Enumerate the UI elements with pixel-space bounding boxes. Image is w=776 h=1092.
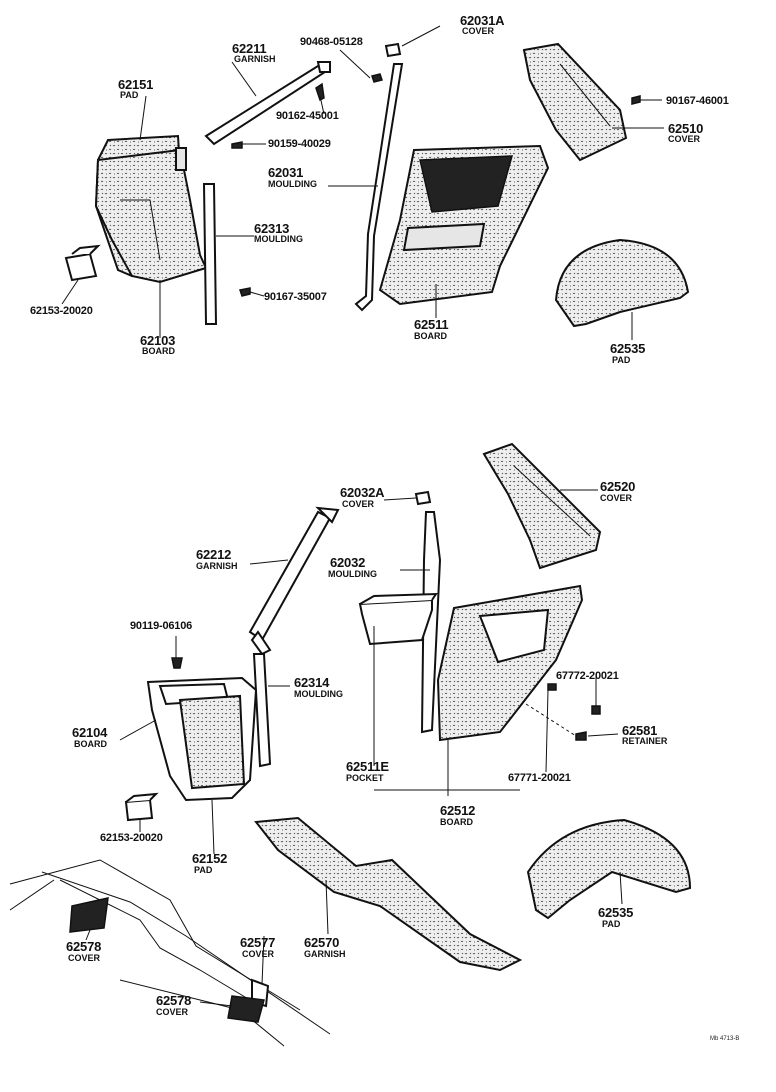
part-62152-pad [178, 694, 246, 790]
label-62581-id: 62581 [622, 723, 658, 738]
label-62578-left-id: 62578 [66, 939, 102, 954]
part-62211-garnish [204, 61, 331, 146]
label-62313-name: MOULDING [254, 234, 303, 244]
label-62104-name: BOARD [74, 739, 107, 749]
part-62212-garnish [248, 506, 340, 656]
part-62103-board [94, 147, 208, 284]
part-62510-cover [522, 42, 628, 162]
part-62570-garnish [254, 816, 523, 972]
label-62511e-id: 62511E [346, 759, 389, 774]
part-62314-moulding [252, 653, 272, 768]
label-62212-name: GARNISH [196, 561, 238, 571]
part-62313-moulding [202, 183, 218, 325]
part-62032-moulding [420, 511, 442, 734]
part-62511-board [378, 144, 550, 306]
part-62153-20020-top [64, 244, 101, 282]
label-62511-name: BOARD [414, 331, 447, 341]
label-62578-right-id: 62578 [156, 993, 192, 1008]
screw-90119-06106 [171, 657, 183, 669]
part-62031a-cover [384, 42, 402, 58]
label-62570-id: 62570 [304, 935, 340, 950]
label-62153-20020-bottom: 62153-20020 [100, 832, 163, 844]
label-62570-name: GARNISH [304, 949, 346, 959]
part-62153-20020-bottom [124, 792, 159, 822]
label-62031-name: MOULDING [268, 179, 317, 189]
label-62212-id: 62212 [196, 547, 232, 562]
label-62581-name: RETAINER [622, 736, 668, 746]
part-62535-pad-top [554, 238, 690, 328]
part-62535-pad-bottom [526, 818, 692, 920]
label-62535-top-name: PAD [612, 355, 631, 365]
fasteners-top [231, 73, 641, 297]
label-62314-id: 62314 [294, 675, 330, 690]
label-62103-name: BOARD [142, 346, 175, 356]
label-62031a-name: COVER [462, 26, 495, 36]
label-62031a-id: 62031A [460, 13, 505, 28]
fasteners-bottom [525, 683, 601, 741]
label-90159-40029: 90159-40029 [268, 138, 331, 150]
label-62512-name: BOARD [440, 817, 473, 827]
part-62032a-cover [414, 490, 432, 506]
label-62314-name: MOULDING [294, 689, 343, 699]
label-62152-id: 62152 [192, 851, 228, 866]
label-62520-name: COVER [600, 493, 633, 503]
label-62578-right-name: COVER [156, 1007, 189, 1017]
label-90119-06106: 90119-06106 [130, 620, 193, 632]
label-62152-name: PAD [194, 865, 213, 875]
label-62032a-id: 62032A [340, 485, 385, 500]
label-90167-46001: 90167-46001 [666, 95, 729, 107]
label-62520-id: 62520 [600, 479, 636, 494]
label-62211-id: 62211 [232, 41, 267, 56]
label-62032-id: 62032 [330, 555, 366, 570]
label-62031-id: 62031 [268, 165, 304, 180]
part-62511e-pocket [358, 592, 438, 646]
label-62510-id: 62510 [668, 121, 704, 136]
label-67772-20021: 67772-20021 [556, 670, 619, 682]
diagram-code: Mb 4713-B [710, 1036, 740, 1042]
label-62313-id: 62313 [254, 221, 290, 236]
part-62520-cover [482, 442, 602, 570]
label-62151-id: 62151 [118, 77, 154, 92]
part-62512-board [436, 584, 584, 742]
label-62535-top-id: 62535 [610, 341, 646, 356]
part-62578-cover-right [227, 995, 265, 1023]
part-62578-cover-left [69, 897, 109, 933]
label-62512-id: 62512 [440, 803, 476, 818]
label-90167-35007: 90167-35007 [264, 291, 327, 303]
label-62535-bottom-name: PAD [602, 919, 621, 929]
label-62511-id: 62511 [414, 317, 449, 332]
label-62577-id: 62577 [240, 935, 276, 950]
label-62577-name: COVER [242, 949, 275, 959]
label-62211-name: GARNISH [234, 54, 276, 64]
label-67771-20021: 67771-20021 [508, 772, 571, 784]
label-62510-name: COVER [668, 134, 701, 144]
label-62104-id: 62104 [72, 725, 108, 740]
label-62511e-name: POCKET [346, 773, 384, 783]
leader-lines [61, 25, 664, 1007]
label-62032-name: MOULDING [328, 569, 377, 579]
part-62031-moulding [354, 63, 404, 312]
label-62103-id: 62103 [140, 333, 176, 348]
label-62578-left-name: COVER [68, 953, 101, 963]
label-62153-20020-top: 62153-20020 [30, 305, 93, 317]
label-62535-bottom-id: 62535 [598, 905, 634, 920]
label-90468-05128: 90468-05128 [300, 36, 363, 48]
floor-sketch [9, 859, 331, 1047]
label-62032a-name: COVER [342, 499, 375, 509]
label-62151-name: PAD [120, 90, 139, 100]
label-90162-45001: 90162-45001 [276, 110, 339, 122]
